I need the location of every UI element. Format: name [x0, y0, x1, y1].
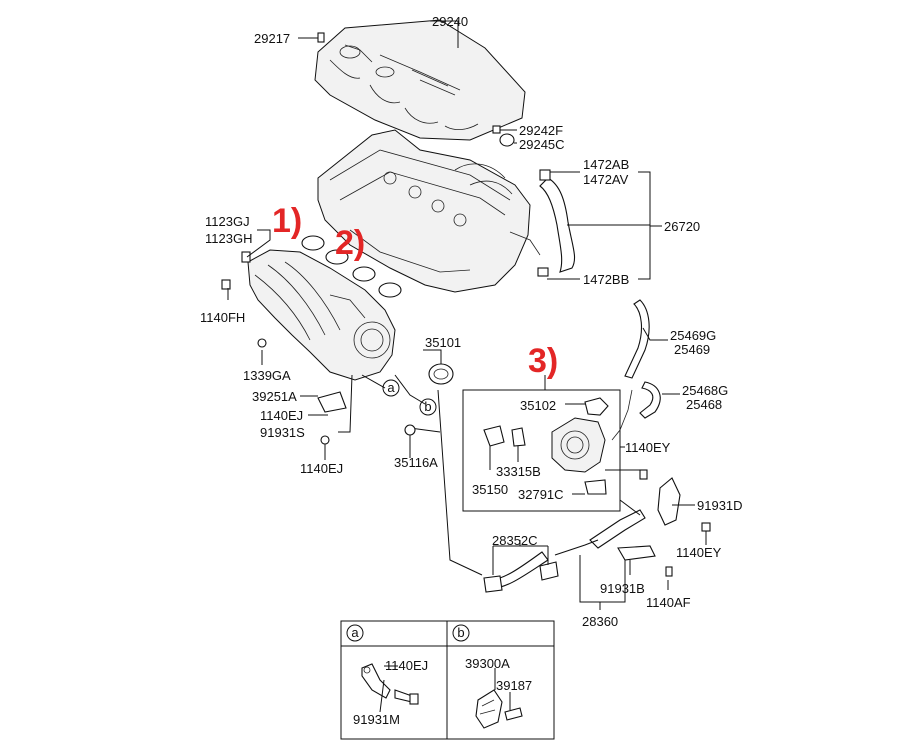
circle-ref-b: b — [419, 398, 437, 416]
label-1140EJ-main: 1140EJ — [260, 408, 303, 423]
label-1140EY-upper: 1140EY — [625, 440, 671, 455]
throttle-gasket-part — [428, 363, 454, 385]
label-29240: 29240 — [432, 14, 468, 29]
label-29217: 29217 — [254, 31, 290, 46]
label-35116A: 35116A — [394, 455, 438, 470]
label-29245C: 29245C — [519, 137, 565, 152]
svg-text:b: b — [424, 399, 431, 414]
breather-hose-part — [537, 169, 576, 277]
label-91931D: 91931D — [697, 498, 743, 513]
label-25468G: 25468G — [682, 383, 728, 398]
inset-a-bracket — [361, 663, 419, 713]
label-29242F: 29242F — [519, 123, 563, 138]
intake-gaskets-part — [301, 235, 402, 298]
inset-a-label-91931M: 91931M — [353, 712, 400, 727]
label-35101: 35101 — [425, 335, 461, 350]
label-91931S: 91931S — [260, 425, 305, 440]
callout-2: 2) — [335, 224, 365, 262]
svg-text:b: b — [457, 625, 464, 640]
throttle-body-box — [462, 389, 621, 512]
label-1140FH: 1140FH — [200, 310, 245, 325]
inset-b-header: b — [452, 624, 470, 642]
circle-ref-a: a — [382, 379, 400, 397]
label-35102: 35102 — [520, 398, 556, 413]
svg-text:a: a — [351, 625, 359, 640]
label-1472AV: 1472AV — [583, 172, 629, 187]
label-25468: 25468 — [686, 397, 722, 412]
label-35150: 35150 — [472, 482, 508, 497]
label-1123GJ: 1123GJ — [205, 214, 250, 229]
inset-a-label-1140EJ: 1140EJ — [385, 658, 428, 673]
label-26720: 26720 — [664, 219, 700, 234]
label-25469G: 25469G — [670, 328, 716, 343]
label-1140EJ-lower: 1140EJ — [300, 461, 343, 476]
detail-inset: a b 1140EJ 91931M 39300A 39187 — [340, 620, 555, 740]
inset-b-connector — [475, 668, 523, 729]
coolant-hoses-part — [611, 299, 661, 441]
label-1472BB: 1472BB — [583, 272, 629, 287]
svg-text:a: a — [387, 380, 395, 395]
inset-b-label-39300A: 39300A — [465, 656, 510, 671]
label-32791C: 32791C — [518, 487, 564, 502]
callout-1: 1) — [272, 202, 302, 240]
label-39251A: 39251A — [252, 389, 297, 404]
throttle-bracket-part — [487, 477, 681, 589]
label-28352C: 28352C — [492, 533, 538, 548]
label-33315B: 33315B — [496, 464, 541, 479]
label-28360: 28360 — [582, 614, 618, 629]
label-91931B: 91931B — [600, 581, 645, 596]
inset-a-header: a — [346, 624, 364, 642]
label-1472AB: 1472AB — [583, 157, 629, 172]
bolts-and-brackets — [221, 32, 711, 593]
label-1140EY-lower: 1140EY — [676, 545, 722, 560]
intake-manifold-part — [247, 249, 396, 381]
cylinder-head-part — [317, 129, 541, 293]
inset-b-label-39187: 39187 — [496, 678, 532, 693]
label-1339GA: 1339GA — [243, 368, 291, 383]
callout-3: 3) — [528, 342, 558, 380]
label-1140AF: 1140AF — [646, 595, 691, 610]
label-25469: 25469 — [674, 342, 710, 357]
leader-lines — [227, 20, 707, 610]
label-1123GH: 1123GH — [205, 231, 252, 246]
engine-cover-part — [314, 19, 526, 141]
